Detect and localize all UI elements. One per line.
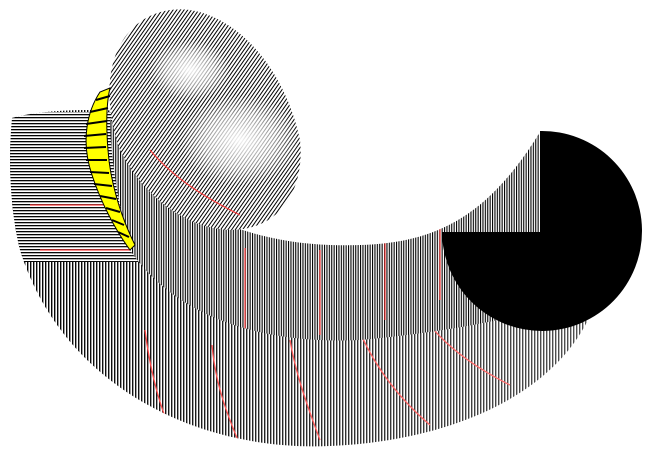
yellow-ribbed-band <box>83 87 136 251</box>
black-end-cap <box>442 130 642 331</box>
